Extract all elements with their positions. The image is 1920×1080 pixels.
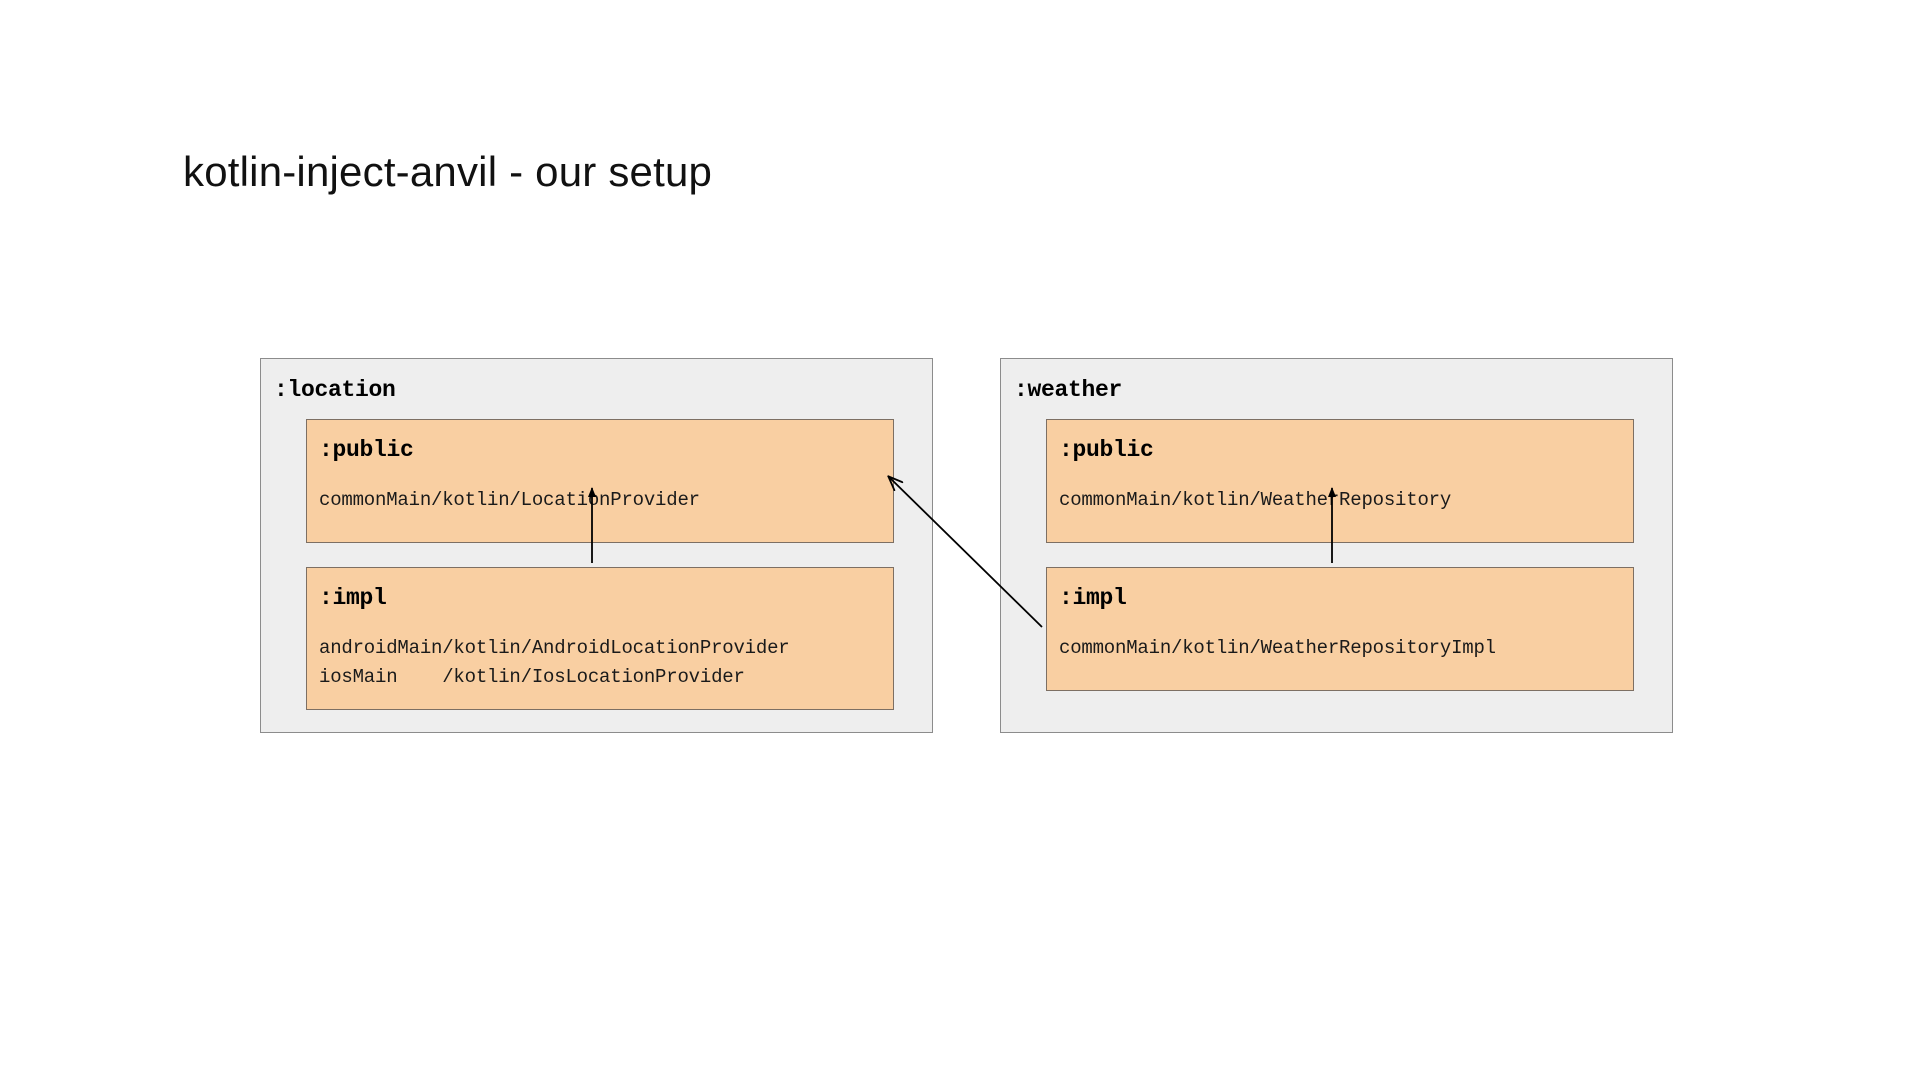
card-weather-impl-title: :impl bbox=[1059, 585, 1127, 611]
card-location-impl-paths: androidMain/kotlin/AndroidLocationProvid… bbox=[319, 637, 790, 688]
module-weather[interactable]: :weather :public commonMain/kotlin/Weath… bbox=[1000, 358, 1673, 733]
card-location-public-title: :public bbox=[319, 437, 414, 463]
module-location[interactable]: :location :public commonMain/kotlin/Loca… bbox=[260, 358, 933, 733]
card-weather-impl[interactable]: :impl commonMain/kotlin/WeatherRepositor… bbox=[1046, 567, 1634, 691]
card-location-public[interactable]: :public commonMain/kotlin/LocationProvid… bbox=[306, 419, 894, 543]
page-title: kotlin-inject-anvil - our setup bbox=[183, 148, 713, 195]
card-weather-public[interactable]: :public commonMain/kotlin/WeatherReposit… bbox=[1046, 419, 1634, 543]
card-location-impl[interactable]: :impl androidMain/kotlin/AndroidLocation… bbox=[306, 567, 894, 710]
module-weather-title: :weather bbox=[1014, 377, 1123, 403]
card-location-public-paths: commonMain/kotlin/LocationProvider bbox=[319, 489, 700, 511]
card-weather-impl-paths: commonMain/kotlin/WeatherRepositoryImpl bbox=[1059, 637, 1496, 659]
card-weather-public-paths: commonMain/kotlin/WeatherRepository bbox=[1059, 489, 1452, 511]
card-weather-public-title: :public bbox=[1059, 437, 1154, 463]
module-location-title: :location bbox=[274, 377, 396, 403]
card-location-impl-title: :impl bbox=[319, 585, 387, 611]
